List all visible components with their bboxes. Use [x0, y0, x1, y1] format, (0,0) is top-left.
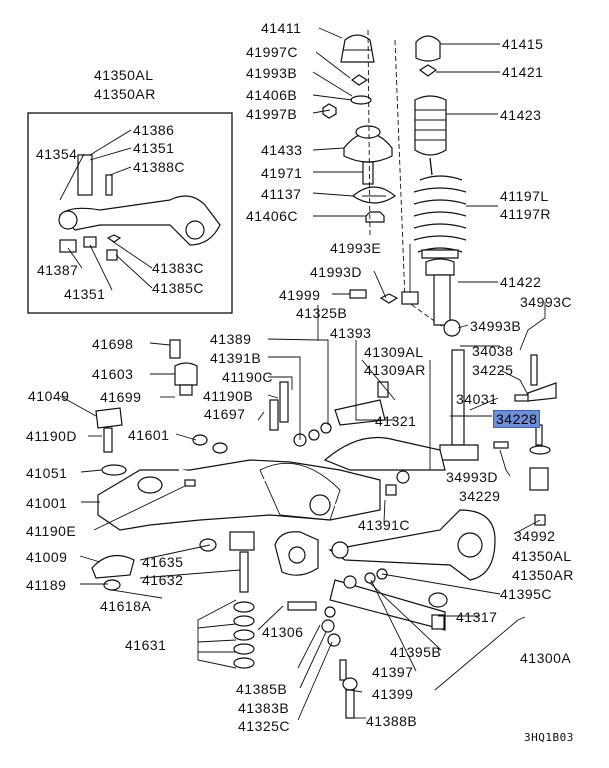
- part-label-41997C[interactable]: 41997C: [246, 44, 299, 60]
- part-label-41306[interactable]: 41306: [262, 624, 304, 640]
- part-label-41385C[interactable]: 41385C: [152, 280, 205, 296]
- part-label-34228-highlighted[interactable]: 34228: [493, 410, 541, 428]
- part-label-41411[interactable]: 41411: [261, 20, 302, 36]
- part-label-41001[interactable]: 41001: [26, 495, 68, 511]
- part-label-41387[interactable]: 41387: [37, 262, 79, 278]
- lower-arm-right: [328, 509, 496, 581]
- part-label-34038[interactable]: 34038: [472, 343, 514, 359]
- part-label-41051[interactable]: 41051: [26, 465, 68, 481]
- part-label-41618A[interactable]: 41618A: [100, 598, 152, 614]
- part-label-41391B[interactable]: 41391B: [210, 350, 262, 366]
- part-label-41383B[interactable]: 41383B: [238, 700, 290, 716]
- part-label-41601[interactable]: 41601: [128, 427, 170, 443]
- part-label-41189[interactable]: 41189: [26, 577, 67, 593]
- part-label-41386[interactable]: 41386: [133, 122, 175, 138]
- inset-parts: [58, 154, 221, 261]
- part-label-41197R[interactable]: 41197R: [500, 206, 552, 222]
- upper-control-arm: [323, 436, 446, 471]
- part-label-41971[interactable]: 41971: [261, 165, 303, 181]
- part-label-41993B[interactable]: 41993B: [246, 65, 298, 81]
- part-label-41350AL-main[interactable]: 41350AL: [512, 548, 572, 564]
- part-label-41421[interactable]: 41421: [502, 64, 544, 80]
- part-label-41635[interactable]: 41635: [142, 554, 184, 570]
- part-label-41993D[interactable]: 41993D: [310, 264, 363, 280]
- part-label-34992[interactable]: 34992: [514, 528, 556, 544]
- part-label-41350AR[interactable]: 41350AR: [94, 86, 156, 102]
- part-label-41697[interactable]: 41697: [204, 406, 246, 422]
- part-label-41406B[interactable]: 41406B: [246, 87, 298, 103]
- part-label-41999[interactable]: 41999: [279, 287, 321, 303]
- left-parts: [91, 339, 332, 593]
- part-label-41190B[interactable]: 41190B: [203, 388, 254, 404]
- part-label-41197L[interactable]: 41197L: [500, 188, 549, 204]
- part-label-41399[interactable]: 41399: [372, 686, 414, 702]
- part-label-34225[interactable]: 34225: [472, 362, 514, 378]
- part-label-41300A[interactable]: 41300A: [520, 650, 572, 666]
- lower-link: [329, 579, 446, 631]
- part-label-41190C[interactable]: 41190C: [222, 369, 274, 385]
- leader-lines: [59, 27, 546, 721]
- part-label-41383C[interactable]: 41383C: [152, 260, 205, 276]
- part-label-41415[interactable]: 41415: [502, 36, 544, 52]
- upper-arm-parts: [439, 349, 557, 526]
- part-label-41422[interactable]: 41422: [500, 274, 542, 290]
- part-label-41351-inset[interactable]: 41351: [64, 286, 106, 302]
- part-label-34993B[interactable]: 34993B: [470, 318, 522, 334]
- part-label-41388C[interactable]: 41388C: [133, 159, 186, 175]
- part-label-41351[interactable]: 41351: [133, 140, 175, 156]
- part-label-41388B[interactable]: 41388B: [366, 713, 418, 729]
- part-label-41406C[interactable]: 41406C: [246, 208, 299, 224]
- part-label-41698[interactable]: 41698: [92, 336, 134, 352]
- part-label-41391C[interactable]: 41391C: [358, 517, 411, 533]
- part-label-41325C[interactable]: 41325C: [238, 718, 291, 734]
- part-label-41385B[interactable]: 41385B: [236, 681, 288, 697]
- part-label-41354[interactable]: 41354: [36, 146, 78, 162]
- part-label-34993D[interactable]: 34993D: [446, 469, 499, 485]
- part-label-34993C[interactable]: 34993C: [520, 294, 573, 310]
- part-label-41137[interactable]: 41137: [261, 186, 302, 202]
- part-label-41632[interactable]: 41632: [142, 572, 184, 588]
- part-label-41699[interactable]: 41699: [100, 389, 142, 405]
- part-label-41993E[interactable]: 41993E: [330, 240, 382, 256]
- part-label-41009[interactable]: 41009: [26, 549, 68, 565]
- inset-frame: [27, 112, 233, 314]
- part-label-41350AL[interactable]: 41350AL: [94, 67, 154, 83]
- part-label-41389[interactable]: 41389: [210, 331, 252, 347]
- part-label-41395B[interactable]: 41395B: [390, 644, 442, 660]
- part-label-41321[interactable]: 41321: [375, 413, 417, 429]
- part-label-34229[interactable]: 34229: [459, 488, 501, 504]
- part-label-41325B[interactable]: 41325B: [296, 305, 348, 321]
- part-label-34031[interactable]: 34031: [456, 391, 498, 407]
- part-label-41393[interactable]: 41393: [330, 325, 372, 341]
- part-label-41190D[interactable]: 41190D: [26, 428, 78, 444]
- washer-stack: [233, 601, 255, 669]
- part-label-41049[interactable]: 41049: [28, 388, 70, 404]
- part-label-41603[interactable]: 41603: [92, 366, 134, 382]
- part-label-41423[interactable]: 41423: [500, 107, 542, 123]
- part-label-41997B[interactable]: 41997B: [246, 106, 298, 122]
- diagram-code: 3HQ1B03: [524, 731, 574, 744]
- part-label-41309AR[interactable]: 41309AR: [364, 362, 426, 378]
- crossmember: [97, 459, 381, 531]
- part-label-41309AL[interactable]: 41309AL: [364, 344, 424, 360]
- strut-top-parts: [322, 34, 396, 223]
- strut-assembly: [413, 35, 467, 337]
- part-label-41317[interactable]: 41317: [456, 609, 498, 625]
- part-label-41190E[interactable]: 41190E: [26, 523, 77, 539]
- part-label-41395C[interactable]: 41395C: [500, 586, 553, 602]
- part-label-41397[interactable]: 41397: [372, 664, 414, 680]
- part-label-41350AR-main[interactable]: 41350AR: [512, 567, 574, 583]
- part-label-41433[interactable]: 41433: [261, 142, 303, 158]
- part-label-41631[interactable]: 41631: [125, 637, 167, 653]
